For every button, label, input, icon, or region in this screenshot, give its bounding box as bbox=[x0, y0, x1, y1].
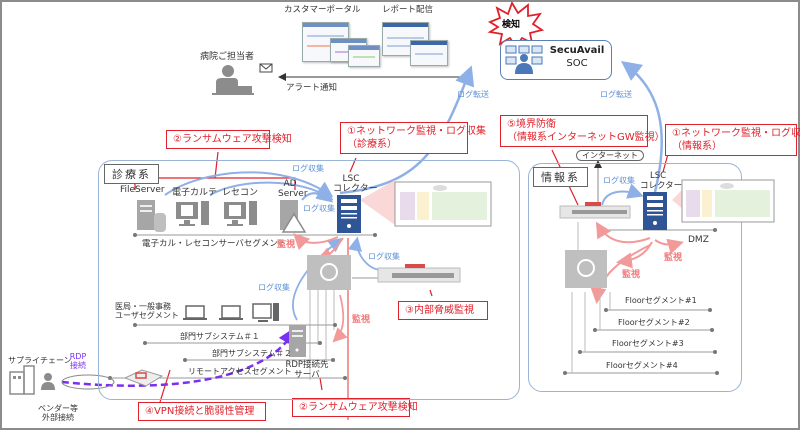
fileserver-label: FileServer bbox=[120, 185, 165, 195]
supply-chain-label: サプライチェーン bbox=[8, 356, 72, 365]
report-screenshot bbox=[382, 22, 429, 56]
monitor-label-2: 監視 bbox=[352, 315, 371, 325]
soc-name: SecuAvail bbox=[549, 45, 605, 56]
floor-segment-2-label: Floorセグメント#2 bbox=[618, 318, 690, 327]
subsystem-1-label: 部門サブシステム＃１ bbox=[180, 332, 260, 341]
log-collect-label-top: ログ収集 bbox=[292, 164, 324, 173]
monitor-label-1: 監視 bbox=[277, 240, 296, 250]
clinical-zone-label: 診療系 bbox=[104, 164, 159, 184]
mail-icon bbox=[259, 63, 273, 73]
user-segment-label: 医局・一般事務ユーザセグメント bbox=[115, 302, 179, 321]
clinical-dashboard-screenshot bbox=[394, 181, 492, 227]
log-forward-arrow-info bbox=[620, 61, 663, 193]
lsc-collector-info-icon bbox=[643, 192, 667, 230]
detect-label: 検知 bbox=[502, 20, 521, 30]
alert-label: アラート通知 bbox=[286, 83, 338, 93]
customer-portal-label: カスタマーポータル bbox=[284, 5, 361, 15]
rececon-pc-icon bbox=[224, 201, 257, 226]
info-monitor-label-1: 監視 bbox=[664, 253, 683, 263]
log-collect-label-fw: ログ収集 bbox=[368, 252, 400, 261]
callout-ransomware-detect-top: ②ランサムウェア攻撃検知 bbox=[166, 130, 292, 149]
remote-access-segment-label: リモートアクセスセグメント bbox=[188, 367, 292, 376]
floor-segment-4-label: Floorセグメント#4 bbox=[606, 361, 678, 370]
clinical-zone bbox=[98, 160, 520, 400]
emr-pc-icon bbox=[176, 201, 209, 226]
info-zone bbox=[528, 163, 742, 392]
callout-boundary-defense: ⑤境界防衛（情報系インターネットGW監視） bbox=[500, 115, 665, 147]
rececon-label: レセコン bbox=[222, 188, 259, 198]
subsystem-2-label: 部門サブシステム＃２ bbox=[212, 349, 292, 358]
hospital-staff-label: 病院ご担当者 bbox=[200, 52, 255, 62]
server-segment-label: 電子カル・レセコンサーバセグメント bbox=[142, 239, 287, 249]
core-switch-clinical-icon bbox=[307, 255, 351, 290]
fileserver-icon bbox=[137, 200, 166, 232]
user-dev-laptop-icon bbox=[219, 305, 243, 320]
lsc-collector-clinical-icon bbox=[337, 195, 361, 233]
ad-server-icon bbox=[280, 200, 307, 233]
vpn-router-icon bbox=[123, 369, 164, 387]
log-collect-label-mid: ログ収集 bbox=[303, 204, 335, 213]
gateway-firewall-icon bbox=[559, 202, 631, 219]
rdp-server-icon bbox=[289, 325, 306, 357]
report-screenshot-2 bbox=[410, 40, 448, 66]
info-monitor-label-2: 監視 bbox=[622, 270, 641, 280]
callout-internal-threat: ③内部脅威監視 bbox=[398, 301, 488, 320]
rdp-server-label: RDP接続先サーバ bbox=[285, 360, 329, 380]
info-dashboard-screenshot bbox=[681, 179, 775, 223]
core-switch-info-icon bbox=[565, 250, 607, 288]
internet-cloud: インターネット bbox=[576, 150, 644, 162]
log-collect-label-info: ログ収集 bbox=[603, 176, 635, 185]
callout-vpn: ④VPN接続と脆弱性管理 bbox=[138, 402, 266, 421]
internal-firewall-icon bbox=[377, 264, 461, 283]
floor-segment-1-label: Floorセグメント#1 bbox=[625, 296, 697, 305]
log-collect-label-rdp: ログ収集 bbox=[258, 283, 290, 292]
soc-subname: SOC bbox=[566, 58, 588, 69]
rdp-path bbox=[61, 325, 298, 387]
log-forward-label-right: ログ転送 bbox=[600, 90, 632, 99]
user-desktop-icon bbox=[252, 303, 279, 322]
vendor-label: ベンダー等外部接続 bbox=[38, 404, 78, 423]
log-forward-label-left: ログ転送 bbox=[457, 90, 489, 99]
log-forward-arrow-clinical bbox=[339, 65, 475, 195]
info-zone-label: 情報系 bbox=[533, 167, 588, 187]
portal-screenshot-3 bbox=[348, 45, 380, 67]
building-icon bbox=[9, 365, 35, 395]
dmz-label: DMZ bbox=[688, 235, 709, 245]
emr-label: 電子カルテ bbox=[172, 188, 218, 198]
vendor-person-icon bbox=[41, 373, 55, 390]
report-label: レポート配信 bbox=[382, 5, 434, 15]
callout-network-monitor-info: ①ネットワーク監視・ログ収集（情報系） bbox=[665, 124, 800, 156]
callout-network-monitor-clinical: ①ネットワーク監視・ログ収集（診療系） bbox=[340, 122, 486, 154]
user-laptop-icon bbox=[183, 305, 207, 320]
floor-segment-3-label: Floorセグメント#3 bbox=[612, 339, 684, 348]
callout-ransomware-detect-bottom: ②ランサムウェア攻撃検知 bbox=[292, 398, 418, 417]
